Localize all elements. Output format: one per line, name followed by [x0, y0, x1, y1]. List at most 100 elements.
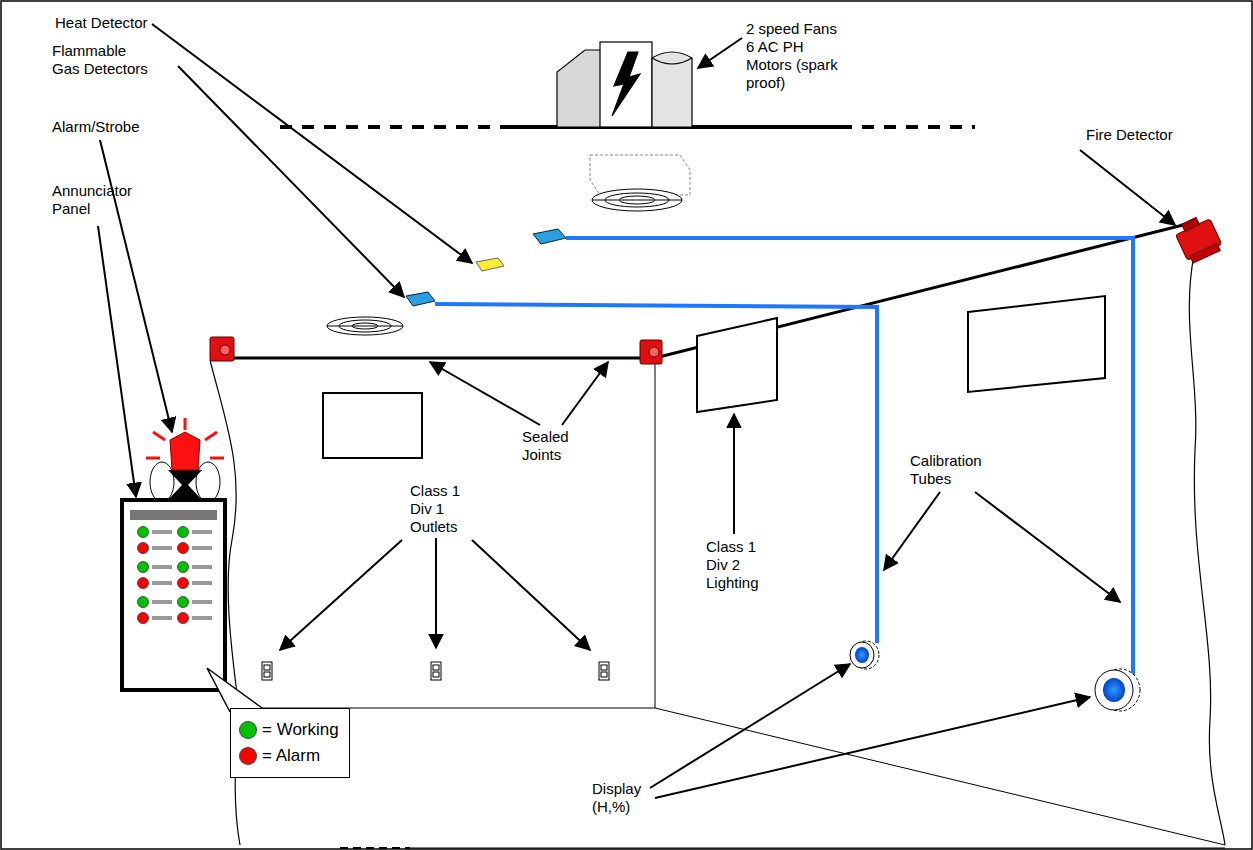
drawing-part	[1190, 243, 1221, 263]
drawing-part	[152, 24, 472, 263]
drawing-part	[340, 847, 410, 849]
drawing-part	[323, 393, 422, 458]
panel-lamp	[178, 543, 189, 554]
drawing-part	[327, 326, 403, 327]
drawing-part	[840, 125, 975, 129]
drawing-part	[406, 292, 435, 306]
callout-label: Class 1 Div 1 Outlets	[410, 482, 474, 536]
drawing-part	[557, 50, 605, 127]
panel-lamp	[138, 543, 149, 554]
drawing-part	[435, 304, 877, 643]
callout-label: Fire Detector	[1086, 126, 1173, 144]
drawing-part	[153, 432, 165, 440]
panel-lamp	[178, 578, 189, 589]
drawing-part	[146, 457, 160, 460]
panel-lamp	[178, 562, 189, 573]
drawing-part	[652, 52, 692, 127]
alarm-strobe	[146, 418, 224, 502]
legend-swatch	[239, 721, 257, 739]
drawing-part	[220, 345, 230, 355]
panel-bar	[192, 600, 212, 604]
drawing-part	[98, 226, 136, 497]
drawing-part	[601, 672, 607, 677]
panel-bar	[192, 546, 212, 550]
callout-label: Heat Detector	[55, 14, 148, 32]
drawing-part	[884, 492, 940, 570]
display	[850, 641, 1140, 711]
panel-lamp	[138, 578, 149, 589]
panel-bar	[152, 530, 172, 534]
panel-bar	[192, 530, 212, 534]
drawing-part	[264, 672, 270, 677]
drawing-part	[280, 125, 500, 129]
window	[323, 296, 1105, 458]
drawing-part	[850, 642, 874, 668]
legend-pointer	[207, 668, 262, 712]
drawing-part	[975, 492, 1120, 602]
panel-bar	[192, 565, 212, 569]
drawing-part	[1080, 150, 1175, 225]
drawing-part	[150, 462, 174, 502]
drawing-part	[327, 317, 403, 335]
drawing-part	[122, 500, 225, 690]
drawing-part	[435, 538, 437, 648]
drawing-part	[476, 258, 504, 271]
legend-box: = Working= Alarm	[230, 708, 350, 778]
panel-lamp	[138, 527, 149, 538]
callout-label: Sealed Joints	[522, 428, 586, 464]
ceiling-fan	[590, 155, 690, 211]
panel-lamp	[178, 527, 189, 538]
drawing-part	[968, 296, 1105, 392]
fire-detector	[1173, 212, 1224, 264]
drawing-part	[640, 340, 662, 364]
gas-detector	[406, 229, 566, 306]
drawing-part	[431, 662, 441, 680]
drawing-part	[655, 358, 656, 708]
panel-lamp	[138, 562, 149, 573]
panel-lamp	[178, 597, 189, 608]
drawing-part	[601, 665, 607, 670]
drawing-part	[1182, 218, 1200, 232]
panel-bar	[152, 600, 172, 604]
drawing-part	[433, 665, 439, 670]
panel-lamp	[178, 613, 189, 624]
drawing-part	[410, 848, 1225, 849]
drawing-part	[592, 189, 682, 211]
drawing-part	[592, 200, 682, 201]
drawing-part	[178, 66, 404, 297]
drawing-part	[430, 362, 540, 425]
drawing-part	[612, 52, 640, 116]
drawing-part	[262, 662, 272, 680]
panel-bar	[192, 616, 212, 620]
drawing-part	[210, 337, 234, 361]
callout-label: Calibration Tubes	[910, 452, 1000, 488]
drawing-part	[184, 418, 187, 430]
drawing-part	[433, 672, 439, 677]
drawing-part	[170, 432, 200, 470]
drawing-part	[1095, 670, 1133, 710]
panel-bar	[152, 565, 172, 569]
panel-lamp	[138, 597, 149, 608]
drawing-part	[280, 540, 402, 650]
leader-line	[98, 24, 1175, 798]
room-walls	[210, 222, 1225, 848]
drawing-part	[168, 470, 202, 500]
drawing-part	[649, 347, 659, 357]
legend-swatch	[239, 747, 257, 765]
heat-detector	[476, 258, 504, 271]
drawing-part	[655, 708, 1225, 845]
callout-label: Display (H,%)	[592, 780, 656, 816]
panel-bar	[192, 581, 212, 585]
ceiling-grille	[327, 317, 403, 335]
drawing-part	[533, 229, 566, 244]
sealed-joint-box	[210, 337, 662, 364]
drawing-part	[697, 318, 777, 412]
drawing-part	[130, 510, 217, 520]
drawing-part	[600, 42, 652, 127]
drawing-part	[210, 357, 655, 360]
callout-label: 2 speed Fans 6 AC PH Motors (spark proof…	[746, 20, 842, 92]
legend-text: = Working	[262, 719, 339, 741]
drawing-part	[733, 414, 735, 534]
